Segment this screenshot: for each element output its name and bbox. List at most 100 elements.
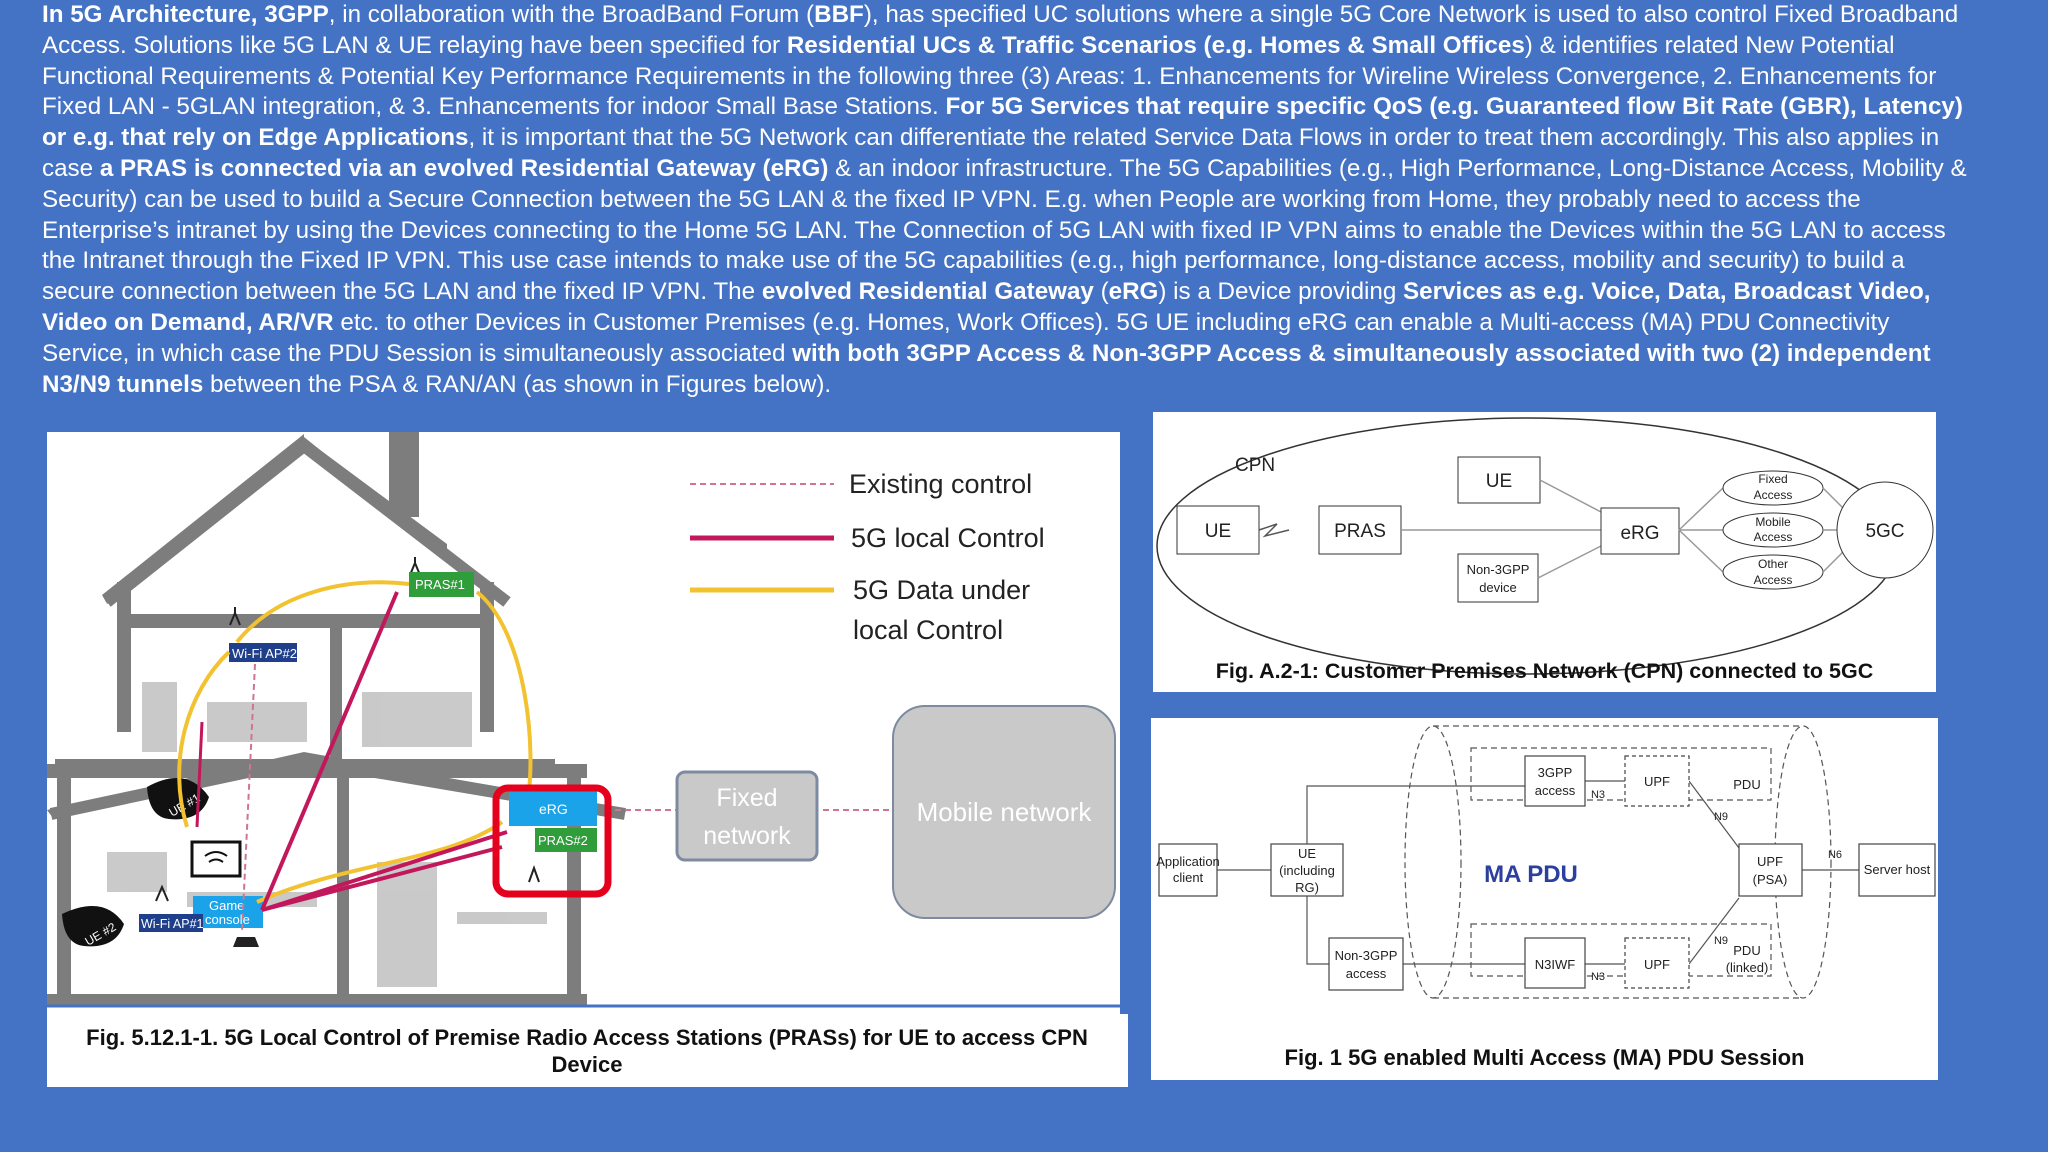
intro-segment: BBF [814,1,864,28]
intro-segment: eRG [1108,278,1159,306]
n9-top-label: N9 [1714,811,1728,823]
intro-segment: Services as e.g. Voice, Data, Broadcast … [42,278,1931,336]
pdu-bottom-label-2: (linked) [1726,960,1769,975]
pras-label: PRAS [1334,521,1386,542]
ma-pdu-diagram: Application client UE (including RG) 3GP… [1156,725,1936,999]
intro-segment: with both 3GPP Access & Non-3GPP Access … [42,339,1931,398]
intro-segment: Residential UCs & Traffic Scenarios (e.g… [786,31,1525,59]
flow-lines [177,580,895,933]
antenna-icons [155,557,540,902]
legend-local-control-label: 5G local Control [851,523,1045,553]
tunnel-left [1404,725,1462,999]
upper-roof [103,438,511,607]
non3gpp-access-label-1: Non-3GPP [1335,948,1398,963]
erg-highlight [492,784,612,898]
intro-segment: ), has specified UC solutions where a si… [42,1,1959,59]
server-host-box [1858,843,1936,897]
intro-segment: & an indoor infrastructure. The 5G Capab… [42,154,1967,306]
mobile-network-label: Mobile network [917,797,1093,827]
5gc-circle [1836,481,1934,579]
intro-segment: , it is important that the 5G Network ca… [42,124,1940,182]
intro-segment: between the PSA & RAN/AN (as shown in Fi… [203,370,832,398]
upf-psa-label-1: UPF [1757,854,1783,869]
fig-br-caption: Fig. 1 5G enabled Multi Access (MA) PDU … [1284,1045,1805,1070]
upf-psa-box [1738,843,1803,897]
fixed-network-box [675,770,819,862]
legend-existing-label: Existing control [849,469,1032,499]
erg-box [1600,507,1680,555]
n3iwf-label: N3IWF [1535,957,1576,972]
ue-2-headset: UE #2 [62,906,124,949]
pras-2-box [535,828,597,852]
figure-5g-local-control: Existing control 5G local Control 5G Dat… [47,432,1120,1077]
intro-segment: ) & identifies related New Potential Fun… [42,31,1937,121]
3gpp-access-box [1524,755,1586,807]
game-console-box [193,896,263,928]
mobile-network-box [892,705,1116,919]
tunnel-right [1774,725,1832,999]
fig-tr-caption: Fig. A.2-1: Customer Premises Network (C… [1215,659,1874,683]
figure-ma-pdu: Application client UE (including RG) 3GP… [1151,718,1938,1080]
app-client-label-1: Application [1156,854,1220,869]
house-diagram: Existing control 5G local Control 5G Dat… [47,432,1120,1008]
fixed-access-label-2: Access [1754,488,1793,502]
n9-bottom-label: N9 [1714,935,1728,947]
fixed-network-label-1: Fixed [716,784,777,812]
n6-label: N6 [1828,849,1842,861]
non3gpp-device-label-1: Non-3GPP [1467,562,1530,577]
3gpp-access-label-1: 3GPP [1538,765,1573,780]
app-client-label-2: client [1173,870,1204,885]
erg-label: eRG [1620,523,1659,544]
fixed-network-label-2: network [703,822,791,850]
erg-label: eRG [539,801,568,817]
upf-psa-label-2: (PSA) [1753,872,1788,887]
pdu-bottom-label-1: PDU [1733,943,1760,958]
other-access-label-2: Access [1754,573,1793,587]
ue-label-1: UE [1298,846,1316,861]
wifi-ap-2-box [229,643,297,662]
other-access-label-1: Other [1758,557,1788,571]
wireless-link [1258,523,1290,538]
fixed-access-label-1: Fixed [1758,472,1787,486]
wifi-ap-1-label: Wi-Fi AP#1 [141,917,204,931]
intro-segment: etc. to other Devices in Customer Premis… [42,308,1890,367]
upf-bottom-box [1624,937,1690,989]
ue-left-box [1176,505,1260,555]
pras-box [1318,505,1402,555]
pras-2-label: PRAS#2 [538,833,588,848]
pras-1-label: PRAS#1 [415,577,465,592]
pdu-top-label: PDU [1733,777,1760,792]
game-console-label-1: Game [209,898,244,913]
ue-label-2: (including [1279,863,1335,878]
mobile-access-label-1: Mobile [1755,515,1791,529]
intro-segment: ( [1093,278,1109,306]
n3-top-label: N3 [1591,789,1605,801]
intro-segment: , in collaboration with the BroadBand Fo… [328,1,815,28]
gamepad-icon [233,937,259,947]
wifi-ap-2-label: Wi-Fi AP#2 [232,646,297,661]
upf-top-box [1624,755,1690,807]
intro-segment: For 5G Services that require specific Qo… [42,93,1963,152]
app-client-box [1158,843,1218,897]
legend-data-label-2: local Control [853,615,1003,645]
upf-top-label: UPF [1644,774,1670,789]
5gc-label: 5GC [1865,521,1904,542]
intro-segment: ) is a Device providing [1158,278,1404,306]
mobile-access-label-2: Access [1754,530,1793,544]
wifi-ap-1-box [139,914,203,932]
ue-box [1270,843,1344,897]
intro-segment: a PRAS is connected via an evolved Resid… [99,154,829,182]
ue-left-label: UE [1205,521,1231,542]
ma-pdu-label: MA PDU [1484,861,1578,888]
cpn-diagram: CPN UE PRAS UE Non-3GPP device eRG Fixed… [1156,417,1934,675]
non3gpp-access-box [1328,937,1404,991]
non3gpp-access-label-2: access [1346,966,1387,981]
non3gpp-device-label-2: device [1479,580,1517,595]
fig-left-caption: Fig. 5.12.1-1. 5G Local Control of Premi… [86,1025,1088,1077]
server-host-label: Server host [1864,862,1931,877]
erg-box [509,790,597,826]
cpn-label: CPN [1235,455,1275,476]
upf-bottom-label: UPF [1644,957,1670,972]
legend-data-label-1: 5G Data under [853,575,1030,605]
intro-paragraph: In 5G Architecture, 3GPP, in collaborati… [42,0,1972,400]
